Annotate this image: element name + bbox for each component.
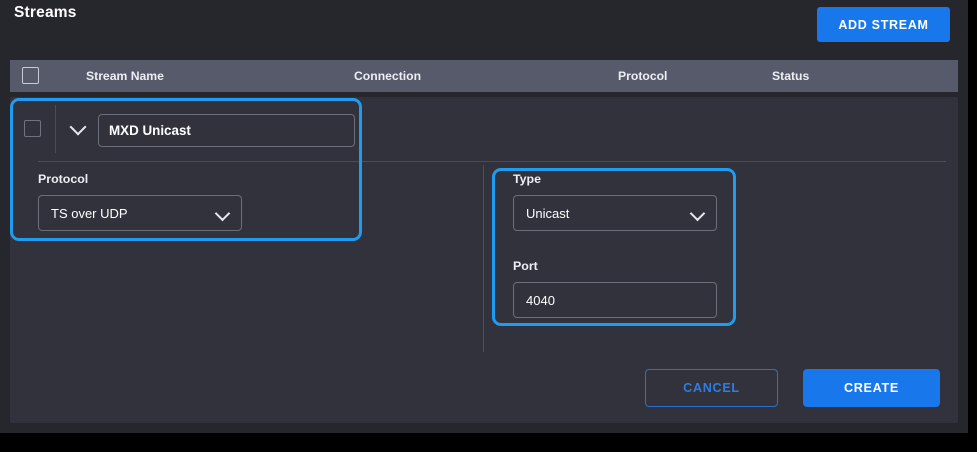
column-header-protocol: Protocol xyxy=(618,69,668,83)
row-divider xyxy=(55,105,56,153)
column-header-status: Status xyxy=(772,69,810,83)
chevron-down-icon[interactable] xyxy=(67,118,89,140)
type-select[interactable]: Unicast xyxy=(513,195,717,231)
add-stream-button[interactable]: ADD STREAM xyxy=(817,7,950,42)
protocol-label: Protocol xyxy=(38,172,89,186)
page-header: Streams ADD STREAM xyxy=(0,0,968,55)
port-label: Port xyxy=(513,259,538,273)
row-checkbox[interactable] xyxy=(24,120,41,137)
type-selected-value: Unicast xyxy=(526,205,570,221)
port-input[interactable]: 4040 xyxy=(513,282,717,318)
create-button[interactable]: CREATE xyxy=(803,369,940,407)
table-header-row: Stream Name Connection Protocol Status xyxy=(10,60,958,92)
select-all-checkbox[interactable] xyxy=(22,67,39,84)
connection-field-group: Type Unicast Port 4040 xyxy=(513,172,933,318)
port-value: 4040 xyxy=(526,292,555,308)
panel-horizontal-divider xyxy=(38,161,946,162)
protocol-select[interactable]: TS over UDP xyxy=(38,195,242,231)
stream-row-header xyxy=(10,97,958,162)
type-label: Type xyxy=(513,172,541,186)
column-header-connection: Connection xyxy=(354,69,422,83)
stream-name-input[interactable] xyxy=(98,114,355,147)
protocol-field-group: Protocol TS over UDP xyxy=(38,172,458,231)
page-title: Streams xyxy=(14,4,77,21)
streams-page: Streams ADD STREAM Stream Name Connectio… xyxy=(0,0,968,433)
panel-vertical-divider xyxy=(483,165,484,352)
chevron-down-icon xyxy=(214,205,231,222)
stream-edit-panel: Protocol TS over UDP Type Unicast Port 4… xyxy=(10,97,958,423)
panel-footer: CANCEL CREATE xyxy=(10,353,958,423)
cancel-button[interactable]: CANCEL xyxy=(645,369,778,407)
protocol-selected-value: TS over UDP xyxy=(51,205,128,221)
column-header-stream-name: Stream Name xyxy=(86,69,164,83)
chevron-down-icon xyxy=(689,205,706,222)
